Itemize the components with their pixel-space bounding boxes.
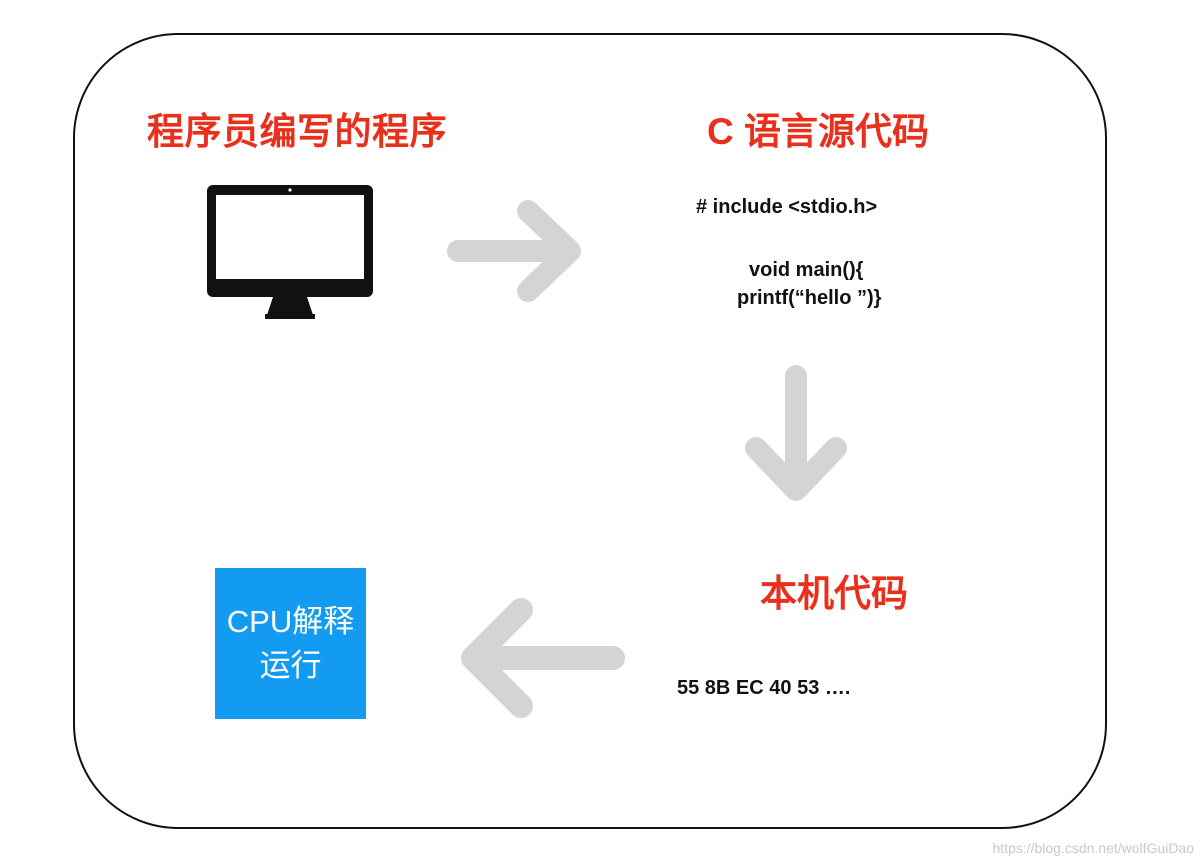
code-printf-line: printf(“hello ”)}	[737, 287, 882, 309]
code-main-line: void main(){	[749, 259, 864, 281]
title-programmer-program: 程序员编写的程序	[147, 111, 447, 152]
cpu-box-line2: 运行	[259, 647, 322, 683]
cpu-interpret-run-box: CPU解释 运行	[215, 568, 366, 719]
arrow-right-icon	[447, 200, 581, 302]
monitor-icon	[207, 185, 373, 319]
native-code-bytes: 55 8B EC 40 53 ….	[677, 677, 851, 699]
watermark: https://blog.csdn.net/wolfGuiDao	[992, 840, 1194, 856]
cpu-box-line1: CPU解释	[226, 604, 355, 640]
title-c-source-code: C 语言源代码	[707, 111, 929, 152]
arrow-left-icon	[461, 598, 625, 718]
diagram-frame	[73, 33, 1107, 829]
arrow-down-icon	[745, 365, 847, 501]
code-include-line: # include <stdio.h>	[696, 196, 878, 218]
title-native-code: 本机代码	[760, 573, 908, 614]
